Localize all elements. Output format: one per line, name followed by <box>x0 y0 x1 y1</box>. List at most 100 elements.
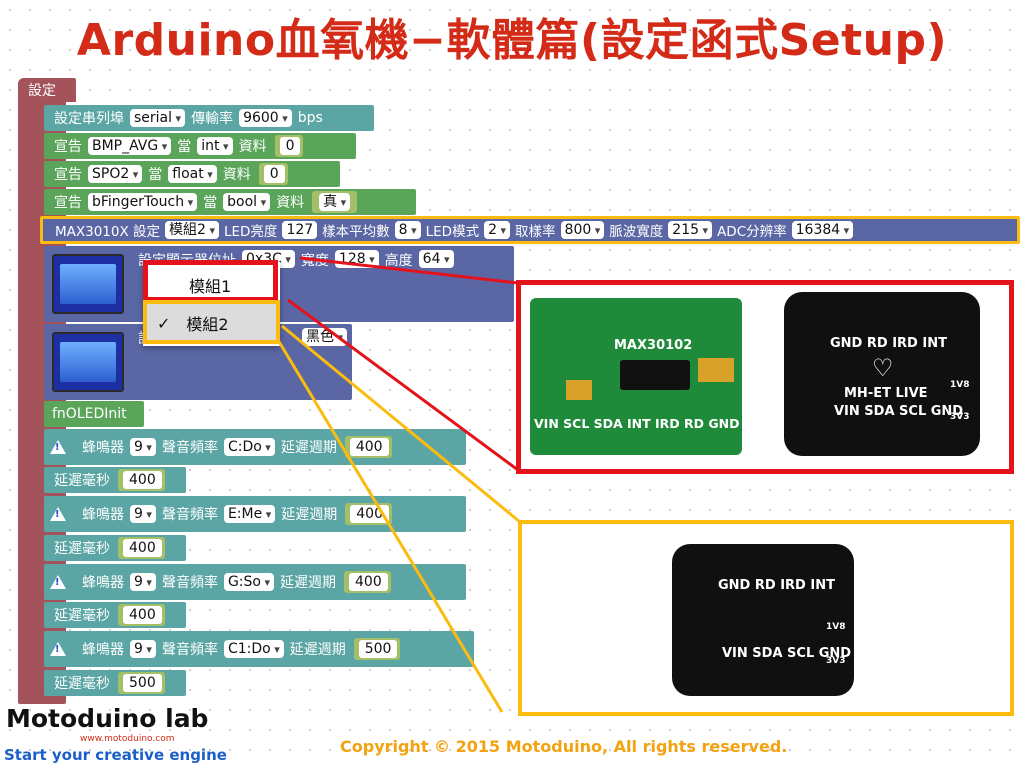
sample-avg-dropdown[interactable]: 8 <box>394 221 421 239</box>
serial-block[interactable]: 設定串列埠 serial 傳輸率 9600 bps <box>44 105 374 131</box>
buzzer-pin-dropdown[interactable]: 9 <box>130 640 156 658</box>
type-dropdown[interactable]: float <box>168 165 217 183</box>
type-dropdown[interactable]: int <box>197 137 233 155</box>
buzzer-pin-dropdown[interactable]: 9 <box>130 573 156 591</box>
adc-dropdown[interactable]: 16384 <box>791 221 854 239</box>
yellow-connector-line <box>281 324 521 524</box>
when-label: 當 <box>203 195 218 211</box>
delay-label: 延遲毫秒 <box>54 608 110 624</box>
note-dropdown[interactable]: C:Do <box>223 438 275 456</box>
period-input[interactable]: 500 <box>358 640 398 658</box>
board-pins: VIN SCL SDA INT IRD RD GND <box>534 416 740 431</box>
pulse-width-label: 脈波寬度 <box>609 224 664 240</box>
capacitor <box>716 358 734 382</box>
setup-title: 設定 <box>28 83 56 99</box>
data-label: 資料 <box>276 195 305 211</box>
var-name-dropdown[interactable]: bFingerTouch <box>88 193 198 211</box>
sample-avg-label: 樣本平均數 <box>322 224 390 240</box>
declare-keyword: 宣告 <box>54 167 82 183</box>
menu-item-label: 模組2 <box>186 315 229 334</box>
when-label: 當 <box>177 139 192 155</box>
delay-label: 延遲毫秒 <box>54 676 110 692</box>
capacitor <box>566 380 592 400</box>
var-name-dropdown[interactable]: BMP_AVG <box>88 137 172 155</box>
led-brightness-input[interactable]: 127 <box>282 221 318 239</box>
red-connector-line <box>287 298 519 472</box>
freq-label: 聲音頻率 <box>161 507 218 523</box>
buzzer-block[interactable]: ! 蜂鳴器 9 聲音頻率 C1:Do 延遲週期 500 <box>44 631 474 667</box>
warning-icon: ! <box>50 440 66 454</box>
delay-block[interactable]: 延遲毫秒 400 <box>44 602 186 628</box>
delay-input[interactable]: 500 <box>123 674 162 692</box>
buzzer-label: 蜂鳴器 <box>82 440 124 456</box>
period-input[interactable]: 400 <box>349 573 388 591</box>
board-top-pins: GND RD IRD INT <box>830 336 947 351</box>
freq-label: 聲音頻率 <box>161 440 218 456</box>
delay-input[interactable]: 400 <box>123 471 162 489</box>
max-label: MAX3010X 設定 <box>55 224 161 240</box>
period-input[interactable]: 400 <box>349 438 389 456</box>
oled-display-image <box>52 254 124 314</box>
menu-item-module1[interactable]: 模組1 <box>143 266 280 304</box>
var-name-dropdown[interactable]: SPO2 <box>88 165 143 183</box>
data-label: 資料 <box>222 167 251 183</box>
when-label: 當 <box>148 167 163 183</box>
oled-height-dropdown[interactable]: 64 <box>418 250 454 268</box>
delay-block[interactable]: 延遲毫秒 400 <box>44 535 186 561</box>
logo-url: www.motoduino.com <box>80 734 175 744</box>
value-input[interactable]: 0 <box>279 137 301 155</box>
buzzer-label: 蜂鳴器 <box>82 575 124 591</box>
buzzer-pin-dropdown[interactable]: 9 <box>130 505 156 523</box>
sample-rate-label: 取樣率 <box>515 224 556 240</box>
delay-input[interactable]: 400 <box>123 539 162 557</box>
delay-block[interactable]: 延遲毫秒 400 <box>44 467 186 493</box>
declare-block[interactable]: 宣告 bFingerTouch 當 bool 資料 真 <box>44 189 416 215</box>
buzzer-pin-dropdown[interactable]: 9 <box>130 438 156 456</box>
buzzer-block[interactable]: ! 蜂鳴器 9 聲音頻率 G:So 延遲週期 400 <box>44 564 466 600</box>
max3010x-block[interactable]: MAX3010X 設定 模組2 LED亮度 127 樣本平均數 8 LED模式 … <box>40 216 1020 244</box>
voltage-1v8: 1V8 <box>950 380 970 390</box>
sample-rate-dropdown[interactable]: 800 <box>560 221 605 239</box>
sensor-chip <box>620 360 690 390</box>
menu-highlight-yellow <box>143 300 280 344</box>
bool-dropdown[interactable]: 真 <box>319 193 351 211</box>
declare-block[interactable]: 宣告 SPO2 當 float 資料 0 <box>44 161 340 187</box>
oled-height-label: 高度 <box>384 253 413 269</box>
module-dropdown[interactable]: 模組2 <box>165 221 219 239</box>
module2-black-board: GND RD IRD INT VIN SDA SCL GND 1V8 3V3 <box>672 544 854 696</box>
period-input[interactable]: 400 <box>350 505 389 523</box>
buzzer-block[interactable]: ! 蜂鳴器 9 聲音頻率 E:Me 延遲週期 400 <box>44 496 466 532</box>
oled-color-dropdown[interactable]: 黑色 <box>302 328 348 346</box>
menu-item-module2[interactable]: ✓ 模組2 <box>143 304 280 342</box>
menu-highlight-red <box>143 260 278 302</box>
note-dropdown[interactable]: G:So <box>223 573 275 591</box>
declare-keyword: 宣告 <box>54 195 82 211</box>
led-mode-dropdown[interactable]: 2 <box>484 221 511 239</box>
buzzer-label: 蜂鳴器 <box>82 642 124 658</box>
delay-input[interactable]: 400 <box>123 606 162 624</box>
board-name: MAX30102 <box>614 338 693 353</box>
period-label: 延遲週期 <box>289 642 346 658</box>
max30102-green-board: MAX30102 VIN SCL SDA INT IRD RD GND <box>530 298 742 455</box>
fn-oled-init-block[interactable]: fnOLEDInit <box>44 401 144 427</box>
type-dropdown[interactable]: bool <box>223 193 271 211</box>
serial-label: 設定串列埠 <box>54 111 124 127</box>
setup-block-top <box>18 78 76 102</box>
serial-port-dropdown[interactable]: serial <box>130 109 186 127</box>
delay-label: 延遲毫秒 <box>54 541 110 557</box>
buzzer-label: 蜂鳴器 <box>82 507 124 523</box>
heart-icon: ♡ <box>872 354 894 382</box>
period-label: 延遲週期 <box>280 575 337 591</box>
board-brand: MH-ET LIVE <box>844 386 928 401</box>
delay-label: 延遲毫秒 <box>54 473 110 489</box>
value-input[interactable]: 0 <box>263 165 285 183</box>
pulse-width-dropdown[interactable]: 215 <box>668 221 713 239</box>
voltage-3v3: 3V3 <box>826 656 846 666</box>
note-dropdown[interactable]: E:Me <box>223 505 276 523</box>
note-dropdown[interactable]: C1:Do <box>223 640 284 658</box>
buzzer-block[interactable]: ! 蜂鳴器 9 聲音頻率 C:Do 延遲週期 400 <box>44 429 466 465</box>
oled-display-image <box>52 332 124 392</box>
declare-block[interactable]: 宣告 BMP_AVG 當 int 資料 0 <box>44 133 356 159</box>
delay-block[interactable]: 延遲毫秒 500 <box>44 670 186 696</box>
baud-dropdown[interactable]: 9600 <box>239 109 292 127</box>
